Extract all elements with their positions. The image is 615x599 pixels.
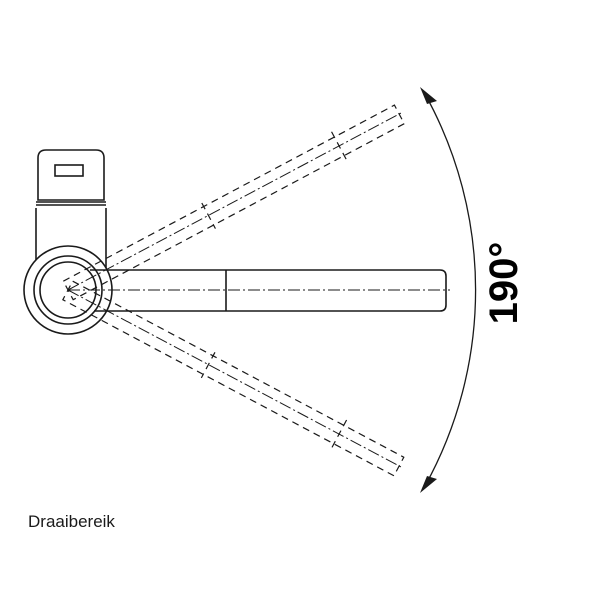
lower-spout-joint — [200, 352, 216, 379]
lower-spout-outline — [62, 280, 405, 477]
range-arc-line — [424, 93, 477, 487]
upper-centerline — [67, 111, 404, 291]
handle-indicator — [54, 164, 84, 177]
lower-spout-tick — [330, 419, 348, 450]
arc-arrow-bottom — [420, 476, 437, 493]
faucet-handle — [37, 149, 105, 201]
spout-position-main — [68, 269, 450, 312]
inner-pivot-circle — [33, 255, 103, 325]
diagram-caption: Draaibereik — [28, 512, 115, 531]
rotation-angle-label: 190° — [482, 242, 526, 325]
spout-position-lower — [62, 280, 405, 477]
main-spout-outline — [90, 269, 447, 312]
upper-spout-joint — [201, 202, 216, 229]
lower-centerline — [67, 289, 404, 469]
arc-arrow-top — [420, 87, 437, 104]
rotation-range-arc — [420, 87, 477, 493]
